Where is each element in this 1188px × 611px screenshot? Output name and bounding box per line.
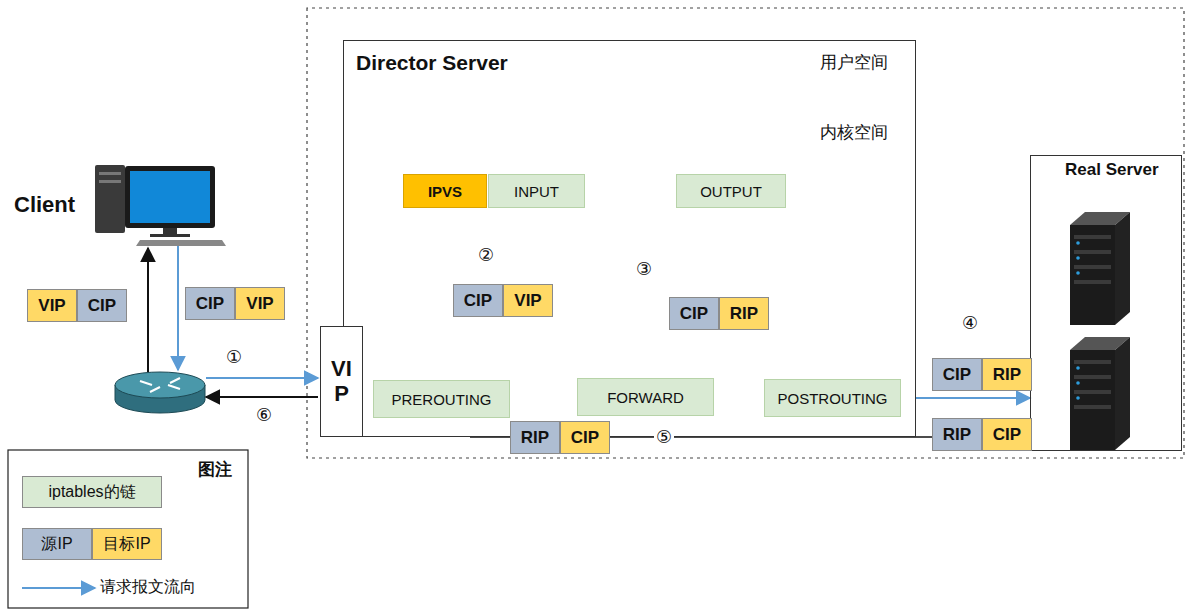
iptables-chain: OUTPUT xyxy=(676,174,786,208)
client-computer xyxy=(95,165,226,246)
server-icon xyxy=(1070,212,1130,325)
callout-number: ② xyxy=(476,244,496,266)
node-label: CIP xyxy=(943,365,971,385)
node-label: OUTPUT xyxy=(700,183,762,200)
node-label: RIP xyxy=(521,428,549,448)
target-ip-tag: RIP xyxy=(719,297,769,330)
box-title: Director Server xyxy=(356,51,508,75)
node-label: CIP xyxy=(88,296,116,316)
real-server-box: Real Server xyxy=(1030,155,1182,451)
target-ip-tag: CIP xyxy=(982,418,1032,451)
node-label: VIP xyxy=(514,291,541,311)
source-ip-tag: CIP xyxy=(932,358,982,391)
target-ip-tag: RIP xyxy=(982,358,1032,391)
client-label: Client xyxy=(12,192,77,218)
legend-text: 目标IP xyxy=(103,534,150,555)
node-label: CIP xyxy=(571,428,599,448)
target-ip-tag: VIP xyxy=(503,284,553,317)
source-ip-tag: CIP xyxy=(185,287,235,320)
router-icon xyxy=(115,372,205,413)
node-label: POSTROUTING xyxy=(777,390,887,407)
callout-number: ⑤ xyxy=(654,426,674,448)
callout-number: ⑥ xyxy=(254,404,274,426)
node-label: FORWARD xyxy=(607,389,684,406)
iptables-chain: FORWARD xyxy=(577,378,714,416)
node-label: CIP xyxy=(196,294,224,314)
node-label: PREROUTING xyxy=(391,391,491,408)
legend-text: iptables的链 xyxy=(48,482,135,503)
callout-number: ④ xyxy=(960,312,980,334)
legend-swatch: 源IP xyxy=(22,528,92,560)
source-ip-tag: RIP xyxy=(932,418,982,451)
source-ip-tag: CIP xyxy=(669,297,719,330)
source-ip-tag: RIP xyxy=(510,421,560,454)
space-label: 内核空间 xyxy=(820,121,888,144)
node-label: INPUT xyxy=(514,183,559,200)
flow-connector xyxy=(901,397,1030,399)
vertical-label: VIP xyxy=(331,357,353,405)
node-label: CIP xyxy=(464,291,492,311)
server-icon xyxy=(1070,337,1130,450)
legend-text: 请求报文流向 xyxy=(100,577,196,598)
vip-interface: VIP xyxy=(320,326,363,437)
response-arrow xyxy=(147,248,149,372)
iptables-chain: POSTROUTING xyxy=(764,379,901,417)
box-title: Real Server xyxy=(1065,160,1159,180)
node-label: IPVS xyxy=(428,183,462,200)
callout-number: ① xyxy=(224,346,244,368)
ipvs-module: IPVS xyxy=(403,174,487,208)
legend-swatch: 目标IP xyxy=(92,528,162,560)
request-arrow xyxy=(177,246,179,370)
source-ip-tag: CIP xyxy=(77,289,127,322)
node-label: CIP xyxy=(680,304,708,324)
node-label: VIP xyxy=(246,294,273,314)
callout-number: ③ xyxy=(634,258,654,280)
node-label: RIP xyxy=(993,365,1021,385)
node-label: VIP xyxy=(38,296,65,316)
legend-frame xyxy=(8,450,248,608)
target-ip-tag: VIP xyxy=(27,289,77,322)
space-label: 用户空间 xyxy=(820,51,888,74)
source-ip-tag: CIP xyxy=(453,284,503,317)
legend-text: 源IP xyxy=(41,534,72,555)
legend-title: 图注 xyxy=(196,458,234,481)
director-server-box: Director Server 用户空间内核空间 IPVS INPUT OUTPUT PR… xyxy=(343,40,916,437)
network-boundary xyxy=(307,8,1184,458)
legend-arrow-sample xyxy=(22,587,95,589)
node-label: RIP xyxy=(943,425,971,445)
node-label: CIP xyxy=(993,425,1021,445)
target-ip-tag: VIP xyxy=(235,287,285,320)
node-label: RIP xyxy=(730,304,758,324)
legend-swatch: iptables的链 xyxy=(22,476,162,508)
request-arrow xyxy=(206,377,318,379)
iptables-chain: PREROUTING xyxy=(373,380,510,418)
target-ip-tag: CIP xyxy=(560,421,610,454)
iptables-chain: INPUT xyxy=(488,174,585,208)
response-arrow xyxy=(206,396,318,398)
